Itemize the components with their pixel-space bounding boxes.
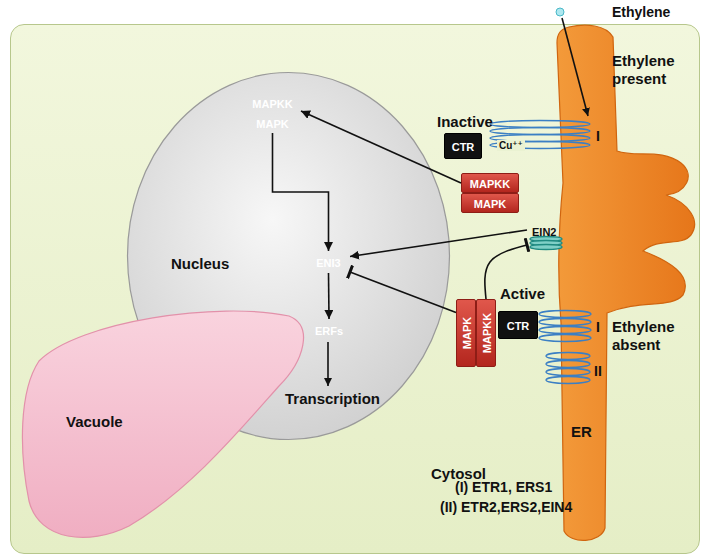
state-label: Ethylene present [612,52,675,87]
text-holder: ER [571,423,592,441]
activation-arrow [301,111,461,183]
label-holder: II [594,362,602,380]
protein-name: MAPKK [470,178,510,190]
activation-arrow [350,230,527,257]
inhibition-line [350,272,456,313]
text-holder: MAPKK [477,313,495,353]
region-name: Vacuole [66,413,123,430]
text-holder: MAPK [457,317,475,349]
protein-name: MAPK [461,317,473,349]
endoplasmic-reticulum: ER [531,23,701,548]
text-holder: Inactive [437,113,493,131]
membrane-coil [546,353,590,360]
plant-cell: ERInactiveCTRMAPKKMAPKMAPKKMAPKENI3ERFsN… [10,24,700,554]
membrane-coil [539,327,591,334]
text-holder: EIN2 [532,222,556,240]
label-holder: Ethylene present [612,52,698,88]
protein-name: CTR [507,320,530,332]
text-holder: CTR [507,316,530,334]
state-label: Active [500,285,545,302]
ctr-kinase-inactive: InactiveCTR [444,133,482,159]
protein-name: MAPKK [252,98,292,110]
label-holder: (I) ETR1, ERS1 [455,478,552,496]
process-label: Transcription [285,390,380,407]
membrane-coil [530,245,562,250]
label-holder: I [596,127,600,145]
protein-name: MAPK [256,118,288,130]
region-name: Nucleus [171,255,229,272]
text-holder: Nucleus [171,255,229,273]
ein2-protein: EIN2 [527,221,567,251]
mapk-box: MAPK [461,193,519,213]
vacuole-shape [22,311,303,537]
label-holder: Active [500,285,545,303]
activation-arrow [328,273,330,319]
receptor-class: I [596,319,600,335]
protein-name: CTR [452,141,475,153]
mapk-box: MAPK [456,299,476,367]
vacuole: Vacuole [19,301,309,546]
region-name: Inactive [437,113,493,130]
ethylene-arrow [562,18,588,116]
label-holder: Cu⁺⁺ [497,135,525,153]
membrane-coil [539,319,591,326]
membrane-coil [490,121,590,128]
protein-name: ENI3 [316,257,340,269]
membrane-coil [530,241,562,246]
state-label: Ethylene absent [612,318,675,353]
receptor-coils [490,121,591,384]
protein-name: EIN2 [532,226,556,238]
mapkk-box: MAPKK [476,299,496,367]
label-holder: (II) ETR2,ERS2,EIN4 [440,498,572,516]
text-holder: Vacuole [66,413,123,431]
membrane-coil [546,377,590,384]
receptor-class: I [596,128,600,144]
signal-name: Ethylene [612,4,670,20]
label-holder: Transcription [285,390,380,408]
region-name: ER [571,423,592,440]
activation-arrow [273,133,329,251]
transcription-arrow [327,342,329,386]
ethylene-molecule [556,8,564,16]
text-holder: MAPK [474,194,506,212]
membrane-coil [539,311,591,318]
text-holder: CTR [452,137,475,155]
receptor-note: (II) ETR2,ERS2,EIN4 [440,499,572,515]
protein-name: MAPKK [481,313,493,353]
receptor-note: (I) ETR1, ERS1 [455,479,552,495]
membrane-coil [546,369,590,376]
label-holder: Ethylene [612,3,670,21]
label-holder: Ethylene absent [612,318,698,354]
ctr-kinase-active: CTR [498,311,538,339]
cofactor-label: Cu⁺⁺ [497,140,525,151]
vacuole-outline [19,301,309,546]
endoplasmic-reticulum-shape [557,25,695,540]
membrane-coil [490,128,590,135]
text-holder: MAPKK [470,174,510,192]
protein-name: ERFs [315,325,343,337]
endoplasmic-reticulum-outline [531,23,701,548]
membrane-coil [530,237,562,242]
membrane-coil [546,361,590,368]
mapkk-box: MAPKK [461,173,519,193]
membrane-coil [539,335,591,342]
receptor-class: II [594,363,602,379]
label-holder: I [596,318,600,336]
protein-name: MAPK [474,198,506,210]
